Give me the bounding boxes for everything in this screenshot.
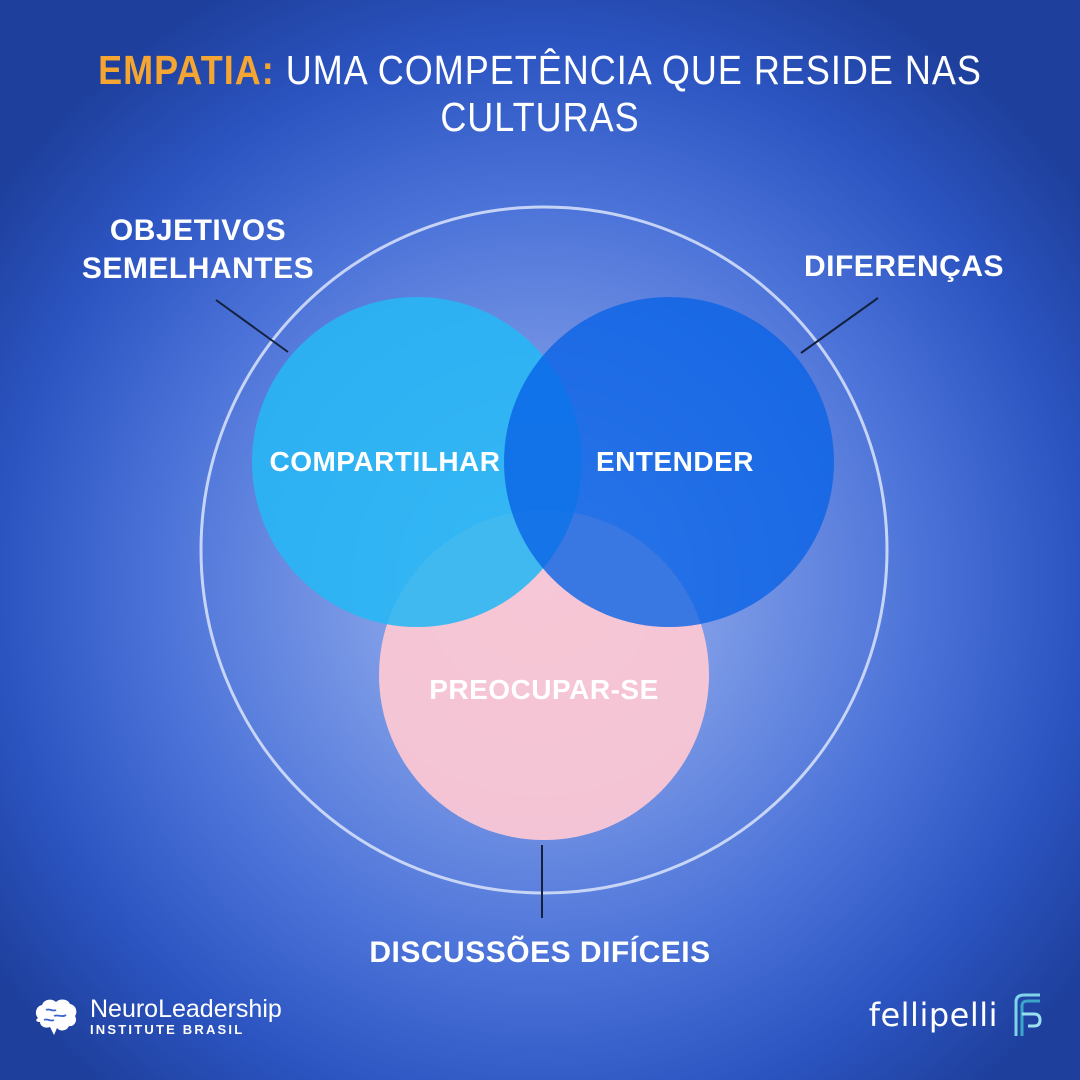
title-rest: UMA COMPETÊNCIA QUE RESIDE NAS CULTURAS xyxy=(285,46,982,140)
neuroleadership-name: NeuroLeadership xyxy=(90,995,282,1023)
brain-icon xyxy=(35,999,77,1035)
fellipelli-logo: fellipelli xyxy=(869,992,1044,1038)
label-diferencas: DIFERENÇAS xyxy=(803,250,1004,283)
neuroleadership-logo: NeuroLeadership INSTITUTE BRASIL xyxy=(32,995,282,1037)
outer-ring xyxy=(199,205,889,895)
neuroleadership-sub: INSTITUTE BRASIL xyxy=(90,1022,245,1037)
page-title: EMPATIA: UMA COMPETÊNCIA QUE RESIDE NAS … xyxy=(0,47,1080,141)
label-objetivos-line1: OBJETIVOS xyxy=(109,214,287,247)
label-objetivos-line2: SEMELHANTES xyxy=(81,252,315,285)
label-objetivos-semelhantes: OBJETIVOS SEMELHANTES xyxy=(80,212,316,288)
label-entender: ENTENDER xyxy=(595,446,754,477)
fellipelli-f-icon xyxy=(1014,993,1042,1036)
label-discussoes-dificeis: DISCUSSÕES DIFÍCEIS xyxy=(369,936,711,969)
fellipelli-name: fellipelli xyxy=(868,996,998,1034)
pointer-line-diferencas xyxy=(800,297,879,354)
label-compartilhar: COMPARTILHAR xyxy=(269,446,501,477)
pointer-line-objetivos xyxy=(215,299,289,353)
label-preocupar-se: PREOCUPAR-SE xyxy=(429,674,659,705)
title-accent: EMPATIA: xyxy=(98,46,275,93)
circle-entender xyxy=(504,297,834,627)
circle-compartilhar xyxy=(252,297,582,627)
